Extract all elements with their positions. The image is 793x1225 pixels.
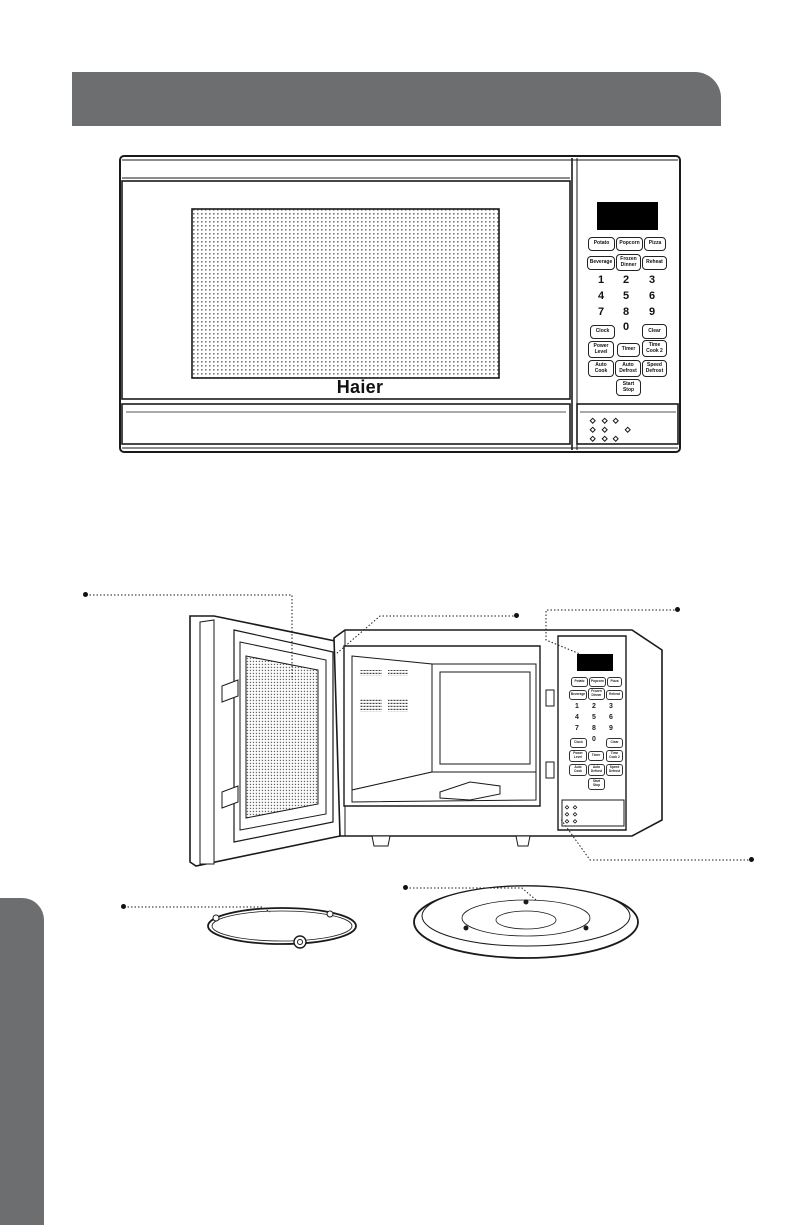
mini-digit-4: 4	[575, 714, 579, 721]
digit-9[interactable]: 9	[648, 306, 656, 318]
frozen-dinner-button[interactable]: Frozen Dinner	[616, 254, 641, 271]
mini-speed-defrost-button: Speed Defrost	[606, 764, 623, 776]
time-cook-button[interactable]: Time Cook 2	[642, 340, 667, 357]
auto-cook-button[interactable]: Auto Cook	[588, 360, 614, 377]
start-stop-button[interactable]: Start Stop	[616, 379, 641, 396]
digit-2[interactable]: 2	[622, 274, 630, 286]
mini-clear-button: Clear	[606, 738, 623, 748]
callout-dot-panel	[675, 607, 680, 612]
mini-beverage-button: Beverage	[569, 690, 587, 700]
mini-auto-defrost-button: Auto Defrost	[588, 764, 605, 776]
mini-reheat-button: Reheat	[606, 690, 623, 700]
clear-button[interactable]: Clear	[642, 324, 667, 339]
brand-logo: Haier	[336, 377, 384, 397]
mini-digit-6: 6	[609, 714, 613, 721]
mini-frozen-dinner-button: Frozen Dinner	[588, 688, 605, 700]
mini-digit-9: 9	[609, 725, 613, 732]
callout-dot-ring	[121, 904, 126, 909]
side-tab	[0, 898, 44, 1225]
timer-button[interactable]: Timer	[617, 343, 640, 357]
mini-digit-2: 2	[592, 703, 596, 710]
mini-start-stop-button: Start Stop	[588, 778, 605, 790]
mini-digit-7: 7	[575, 725, 579, 732]
mini-popcorn-button: Popcorn	[589, 677, 606, 687]
mini-digit-1: 1	[575, 703, 579, 710]
callout-dot-cavity	[514, 613, 519, 618]
digit-6[interactable]: 6	[648, 290, 656, 302]
mini-digit-3: 3	[609, 703, 613, 710]
digit-5[interactable]: 5	[622, 290, 630, 302]
callout-dot-door	[83, 592, 88, 597]
speed-defrost-button[interactable]: Speed Defrost	[642, 360, 667, 377]
display-screen	[597, 202, 658, 230]
mini-pizza-button: Pizza	[607, 677, 622, 687]
digit-3[interactable]: 3	[648, 274, 656, 286]
mini-digit-0: 0	[592, 736, 596, 743]
digit-8[interactable]: 8	[622, 306, 630, 318]
callout-dot-tray	[403, 885, 408, 890]
clock-button[interactable]: Clock	[590, 325, 615, 339]
open-door-view	[189, 615, 663, 867]
callout-dot-body	[749, 857, 754, 862]
power-level-button[interactable]: Power Level	[588, 341, 614, 358]
mini-potato-button: Potato	[571, 677, 588, 687]
pizza-button[interactable]: Pizza	[644, 237, 666, 251]
digit-0[interactable]: 0	[622, 321, 630, 333]
mini-power-level-button: Power Level	[569, 750, 587, 762]
digit-7[interactable]: 7	[597, 306, 605, 318]
callout-lines	[86, 594, 752, 913]
roller-ring	[207, 907, 357, 949]
beverage-button[interactable]: Beverage	[587, 256, 615, 270]
header-bar	[72, 72, 721, 126]
digit-1[interactable]: 1	[597, 274, 605, 286]
reheat-button[interactable]: Reheat	[642, 256, 667, 270]
mini-timer-button: Timer	[588, 751, 604, 761]
front-view	[119, 155, 681, 453]
auto-defrost-button[interactable]: Auto Defrost	[615, 360, 641, 377]
mini-clock-button: Clock	[570, 738, 587, 748]
popcorn-button[interactable]: Popcorn	[616, 237, 643, 251]
glass-turntable	[413, 885, 639, 959]
digit-4[interactable]: 4	[597, 290, 605, 302]
mini-time-cook-button: Time Cook 2	[606, 750, 623, 762]
mini-digit-5: 5	[592, 714, 596, 721]
potato-button[interactable]: Potato	[588, 237, 615, 251]
mini-auto-cook-button: Auto Cook	[569, 764, 587, 776]
mini-digit-8: 8	[592, 725, 596, 732]
